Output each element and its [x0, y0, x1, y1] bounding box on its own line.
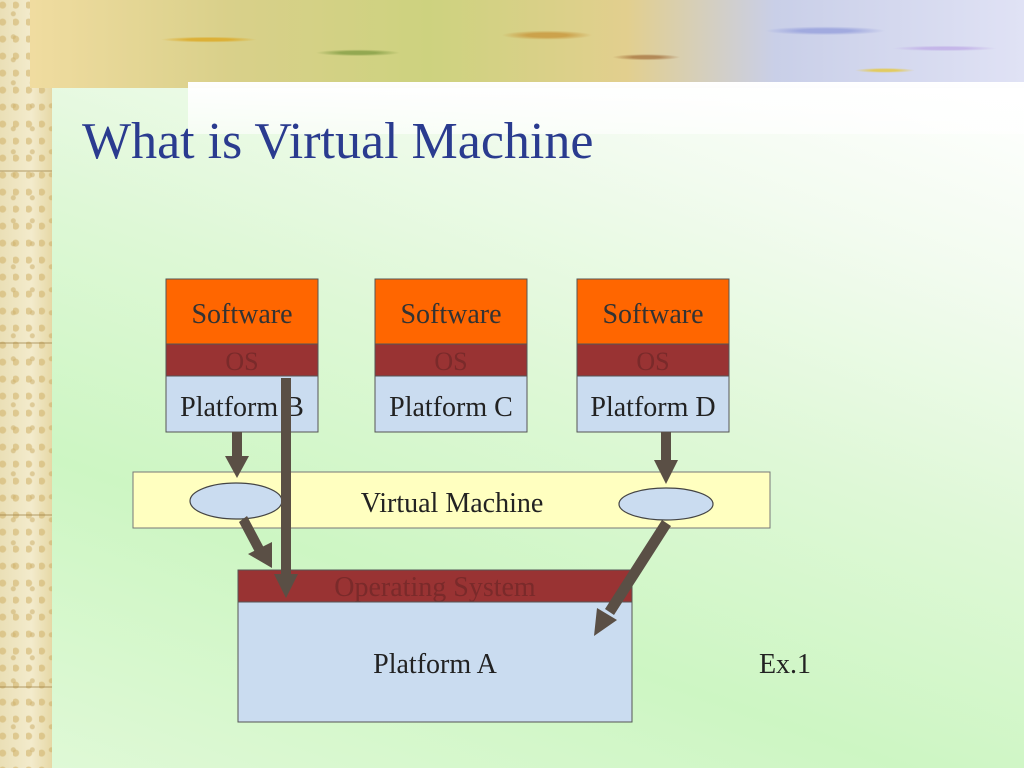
- software-box: [165, 278, 319, 345]
- platform-label: Platform C: [389, 392, 513, 423]
- stack-platform-c: Software OS Platform C: [374, 278, 528, 433]
- os-label: OS: [434, 347, 467, 376]
- left-parchment-strip: [0, 0, 52, 768]
- software-label: Software: [602, 299, 703, 330]
- host-stack-platform-a: Operating System Platform A: [237, 569, 633, 723]
- vm-port-left: [189, 482, 283, 520]
- host-platform-label: Platform A: [373, 649, 497, 680]
- host-platform-box: [237, 601, 633, 723]
- os-box: [374, 343, 528, 377]
- software-box: [374, 278, 528, 345]
- slide-header-band: [188, 82, 1024, 134]
- os-label: OS: [225, 347, 258, 376]
- software-label: Software: [191, 299, 292, 330]
- arrow-vm-right-to-host: [594, 520, 671, 636]
- software-label: Software: [400, 299, 501, 330]
- platform-label: Platform D: [590, 392, 715, 423]
- stack-platform-b: Software OS Platform B: [165, 278, 319, 433]
- os-label: OS: [636, 347, 669, 376]
- os-box: [576, 343, 730, 377]
- virtual-machine-layer: Virtual Machine: [132, 471, 771, 529]
- arrow-d-to-vm: [654, 432, 678, 484]
- platform-box: [374, 375, 528, 433]
- software-box: [576, 278, 730, 345]
- platform-box: [576, 375, 730, 433]
- arrow-vm-left-to-host: [239, 516, 272, 568]
- top-decorative-banner: [30, 0, 1024, 88]
- arrow-os-b-to-host-os: [274, 378, 298, 598]
- vm-port-right: [618, 487, 714, 521]
- platform-box: [165, 375, 319, 433]
- example-label: Ex.1: [759, 649, 811, 680]
- host-os-label: Operating System: [334, 572, 536, 603]
- arrows: [225, 378, 678, 636]
- os-box: [165, 343, 319, 377]
- slide-title: What is Virtual Machine: [82, 113, 594, 170]
- virtual-machine-label: Virtual Machine: [361, 488, 544, 519]
- arrow-b-to-vm: [225, 432, 249, 478]
- stack-platform-d: Software OS Platform D: [576, 278, 730, 433]
